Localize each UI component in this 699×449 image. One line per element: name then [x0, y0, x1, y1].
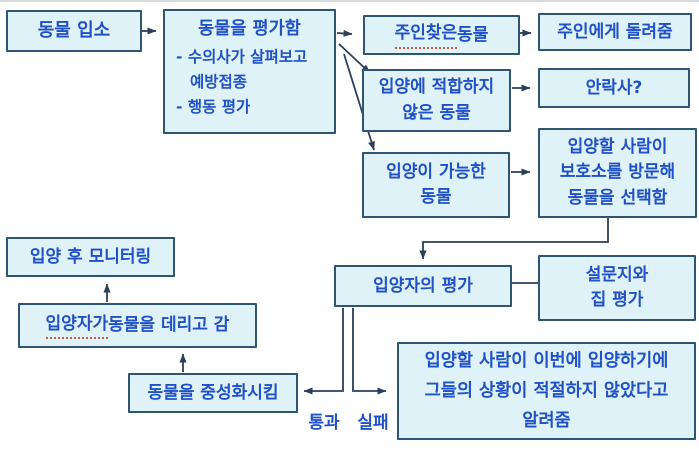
node-label: 동물을 데리고 감	[108, 315, 230, 336]
node-label-line: 동물을 선택함	[567, 187, 668, 208]
bullet-behavior-eval: - 행동 평가	[176, 97, 251, 116]
node-label-line: 입양할 사람이	[567, 136, 668, 157]
node-evaluate-animal: 동물을 평가함 - 수의사가 살펴보고 예방접종 - 행동 평가	[163, 9, 336, 134]
edge-fail-notify	[352, 308, 387, 395]
node-label-line: 그들의 상황이 적절하지 않았다고	[424, 380, 669, 401]
edge-visit-adoptereval	[419, 218, 609, 260]
node-post-adoption-monitoring: 입양 후 모니터링	[6, 237, 175, 277]
node-label-line: 입양이 가능한	[386, 161, 486, 182]
node-label-line: 알려줌	[522, 411, 571, 432]
node-label-line: 동물	[420, 187, 452, 207]
node-label: 동물 입소	[37, 19, 111, 41]
node-label-line: 집 평가	[590, 290, 644, 310]
node-survey-home-eval: 설문지와 집 평가	[538, 255, 696, 321]
node-adopter-evaluation: 입양자의 평가	[334, 265, 512, 307]
node-label: 동물을 중성화시킴	[147, 382, 279, 403]
node-notify-not-suitable: 입양할 사람이 이번에 입양하기에 그들의 상황이 적절하지 않았다고 알려줌	[397, 342, 696, 440]
node-return-to-owner: 주인에게 돌려줌	[538, 13, 692, 51]
bullet-vet-check: - 수의사가 살펴보고	[176, 48, 308, 67]
node-title: 동물을 평가함	[198, 19, 301, 39]
node-unfit-for-adoption: 입양에 적합하지 않은 동물	[362, 69, 511, 132]
edge-pass-neuter	[303, 308, 344, 395]
edge-label-fail: 실패	[357, 413, 389, 433]
node-label-line: 보호소를 방문해	[559, 162, 676, 183]
node-label-line: 않은 동물	[402, 102, 471, 123]
node-adoptable-animal: 입양이 가능한 동물	[362, 152, 510, 218]
edge-evaluate-unfit	[338, 43, 371, 74]
node-owner-found-animal: 주인찾은 동물	[363, 15, 520, 55]
node-label: 입양자의 평가	[373, 275, 473, 296]
node-label-line: 입양에 적합하지	[378, 77, 495, 97]
node-label: 안락사?	[585, 77, 643, 98]
edge-evaluate-ownerfound	[336, 29, 353, 37]
edge-label-pass: 통과	[308, 413, 340, 433]
node-label-line: 설문지와	[585, 264, 649, 285]
node-label-underlined: 입양자가	[45, 312, 109, 340]
node-label-underlined: 주인찾은	[394, 21, 458, 49]
node-label: 입양 후 모니터링	[29, 246, 152, 267]
bullet-vaccination: 예방접종	[190, 73, 248, 92]
node-visitor-selects-animal: 입양할 사람이 보호소를 방문해 동물을 선택함	[538, 128, 697, 218]
node-adopter-takes-animal: 입양자가 동물을 데리고 감	[18, 303, 257, 348]
node-euthanasia: 안락사?	[538, 68, 690, 108]
node-neuter-animal: 동물을 중성화시킴	[128, 373, 298, 413]
node-label: 주인에게 돌려줌	[557, 21, 673, 42]
node-label-line: 입양할 사람이 이번에 입양하기에	[424, 350, 669, 371]
node-label: 동물	[457, 24, 489, 45]
scan-artifact-line	[0, 0, 699, 2]
node-animal-intake: 동물 입소	[6, 10, 142, 52]
edge-evaluate-adoptable	[343, 53, 375, 151]
